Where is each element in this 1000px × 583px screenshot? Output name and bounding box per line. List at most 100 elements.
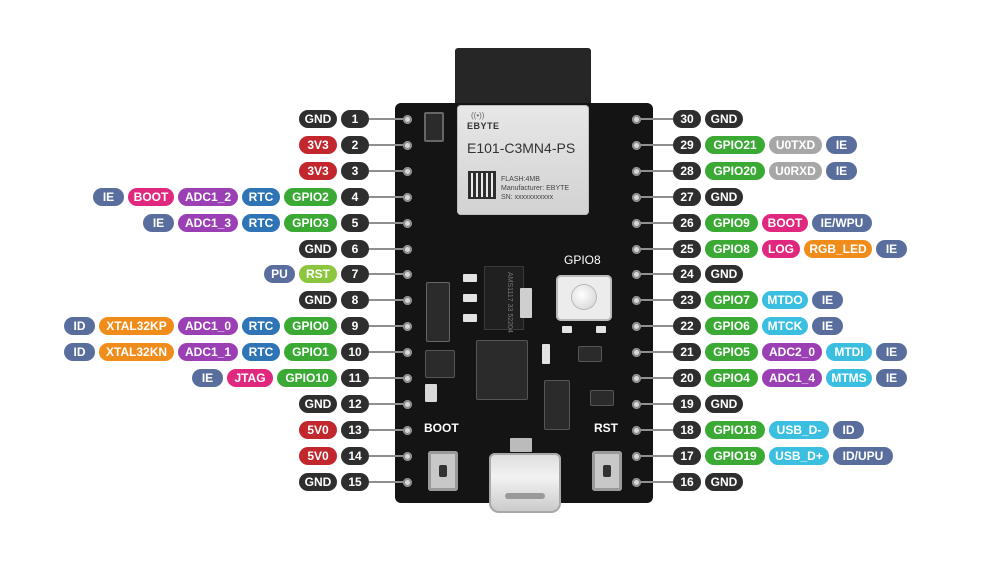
pin-leader-line xyxy=(369,299,403,301)
pin-leader-line xyxy=(641,144,673,146)
pin-20-label: MTMS xyxy=(826,369,872,387)
pin-1-label: GND xyxy=(299,110,337,128)
pin-leader-line xyxy=(641,455,673,457)
pin-26-label: BOOT xyxy=(762,214,808,232)
pin-4-label: IE xyxy=(93,188,124,206)
pin-11-label: IE xyxy=(192,369,223,387)
pin-2-label: 3V3 xyxy=(299,136,337,154)
smd-pad xyxy=(463,294,477,302)
pin-number-17: 17 xyxy=(673,447,701,465)
pin-17-label: USB_D+ xyxy=(769,447,829,465)
pin-number-24: 24 xyxy=(673,265,701,283)
usb-uart-chip xyxy=(476,340,528,400)
pin-hole-12 xyxy=(403,400,412,409)
pin-number-29: 29 xyxy=(673,136,701,154)
transistor xyxy=(578,346,602,362)
pin-19-label: GND xyxy=(705,395,743,413)
pin-number-21: 21 xyxy=(673,343,701,361)
pin-leader-line xyxy=(369,118,403,120)
pin-17-label: GPIO19 xyxy=(705,447,765,465)
pin-17-label: ID/UPU xyxy=(833,447,893,465)
module-manufacturer: Manufacturer: EBYTE xyxy=(501,185,570,192)
pin-leader-line xyxy=(641,377,673,379)
pin-leader-line xyxy=(641,222,673,224)
smd-pad xyxy=(542,344,550,364)
pin-20-label: IE xyxy=(876,369,907,387)
pin-number-7: 7 xyxy=(341,265,369,283)
pin-28-label: IE xyxy=(826,162,857,180)
pin-hole-8 xyxy=(403,296,412,305)
pin-15-label: GND xyxy=(299,473,337,491)
pin-5-label: ADC1_3 xyxy=(178,214,238,232)
pin-leader-line xyxy=(369,403,403,405)
pin-3-label: 3V3 xyxy=(299,162,337,180)
pin-25-label: LOG xyxy=(762,240,800,258)
pin-hole-5 xyxy=(403,219,412,228)
pin-leader-line xyxy=(369,248,403,250)
pin-21-label: ADC2_0 xyxy=(762,343,822,361)
pin-leader-line xyxy=(369,196,403,198)
pin-number-19: 19 xyxy=(673,395,701,413)
pin-number-1: 1 xyxy=(341,110,369,128)
pin-6-label: GND xyxy=(299,240,337,258)
smd-pad xyxy=(562,326,572,333)
pin-leader-line xyxy=(641,118,673,120)
gpio8-rgb-button[interactable] xyxy=(556,275,612,321)
pin-hole-19 xyxy=(632,400,641,409)
pin-number-4: 4 xyxy=(341,188,369,206)
pin-leader-line xyxy=(641,403,673,405)
pin-number-9: 9 xyxy=(341,317,369,335)
pin-4-label: ADC1_2 xyxy=(178,188,238,206)
pin-leader-line xyxy=(369,325,403,327)
pin-number-23: 23 xyxy=(673,291,701,309)
pin-14-label: 5V0 xyxy=(299,447,337,465)
pin-8-label: GND xyxy=(299,291,337,309)
boot-button[interactable] xyxy=(428,451,458,491)
pin-leader-line xyxy=(369,455,403,457)
pin-7-label: PU xyxy=(264,265,295,283)
pin-10-label: RTC xyxy=(242,343,280,361)
reset-button[interactable] xyxy=(592,451,622,491)
pin-9-label: ADC1_0 xyxy=(178,317,238,335)
pin-hole-21 xyxy=(632,348,641,357)
smd-pad xyxy=(463,314,477,322)
wifi-module: ((•)) EBYTE E101-C3MN4-PS FLASH:4MB Manu… xyxy=(457,105,589,215)
pin-number-6: 6 xyxy=(341,240,369,258)
pin-number-10: 10 xyxy=(341,343,369,361)
pin-30-label: GND xyxy=(705,110,743,128)
pin-11-label: JTAG xyxy=(227,369,273,387)
pin-number-5: 5 xyxy=(341,214,369,232)
pin-hole-23 xyxy=(632,296,641,305)
pin-hole-15 xyxy=(403,478,412,487)
pin-23-label: MTDO xyxy=(762,291,808,309)
pin-9-label: XTAL32KP xyxy=(99,317,174,335)
small-component xyxy=(424,112,444,142)
pin-10-label: XTAL32KN xyxy=(99,343,174,361)
pin-leader-line xyxy=(641,325,673,327)
pin-number-22: 22 xyxy=(673,317,701,335)
pin-hole-13 xyxy=(403,426,412,435)
pin-hole-17 xyxy=(632,452,641,461)
smd-pad xyxy=(596,326,606,333)
pin-28-label: GPIO20 xyxy=(705,162,765,180)
pin-24-label: GND xyxy=(705,265,743,283)
pin-hole-2 xyxy=(403,141,412,150)
pin-number-11: 11 xyxy=(341,369,369,387)
pin-leader-line xyxy=(369,144,403,146)
pin-hole-30 xyxy=(632,115,641,124)
pin-leader-line xyxy=(641,429,673,431)
pin-hole-22 xyxy=(632,322,641,331)
smd-pad xyxy=(463,274,477,282)
pin-29-label: U0TXD xyxy=(769,136,822,154)
pin-29-label: IE xyxy=(826,136,857,154)
usb-pins xyxy=(510,438,532,452)
pin-number-28: 28 xyxy=(673,162,701,180)
pin-26-label: IE/WPU xyxy=(812,214,872,232)
pin-22-label: GPIO6 xyxy=(705,317,758,335)
pin-hole-24 xyxy=(632,270,641,279)
pin-leader-line xyxy=(369,273,403,275)
pin-hole-18 xyxy=(632,426,641,435)
pin-20-label: GPIO4 xyxy=(705,369,758,387)
pin-9-label: RTC xyxy=(242,317,280,335)
voltage-regulator: AMS1117 33 52204 xyxy=(484,266,524,333)
